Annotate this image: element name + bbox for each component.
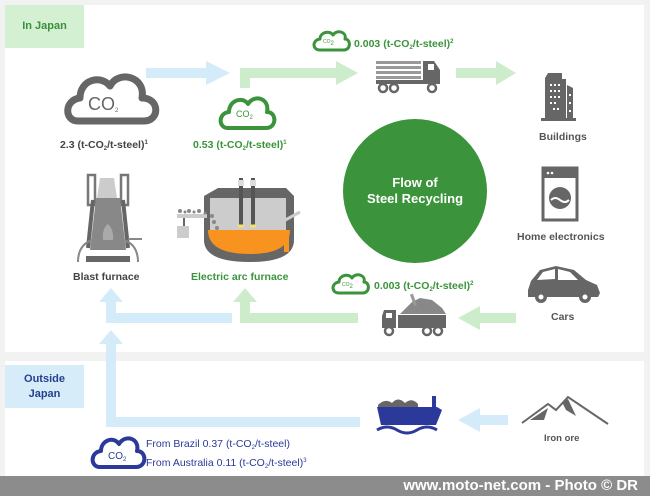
label-electric-arc-furnace: Electric arc furnace [191, 271, 289, 283]
emission-blast-furnace: 2.3 (t-CO2/t-steel)1 [60, 139, 148, 152]
co2-sub: 2 [123, 457, 127, 463]
buildings-icon [541, 73, 576, 121]
co2-text: CO [323, 39, 331, 45]
co2-sub: 2 [242, 146, 246, 152]
co2-text: CO [236, 109, 250, 119]
electric-arc-furnace-icon [177, 178, 301, 262]
emission-value: From Australia 0.11 (t-CO [146, 457, 265, 469]
label-cars: Cars [551, 311, 575, 323]
arrow-green-eaf-to-truck [240, 61, 358, 88]
arrow-blue-ship-to-blast-furnace [99, 330, 360, 427]
outside-label-line1: Outside [24, 373, 65, 386]
co2-small-top-cloud-label: CO2 [323, 39, 334, 47]
truck-icon [376, 61, 440, 94]
blast-furnace-icon [77, 173, 142, 263]
center-title-line1: Flow of [392, 174, 438, 190]
co2-text: CO [108, 451, 123, 462]
co2-sub: 2 [103, 146, 108, 152]
watermark-text: www.moto-net.com - Photo © DR [403, 477, 638, 494]
co2-small-bottom-cloud-label: CO2 [342, 282, 353, 290]
label-iron-ore: Iron ore [544, 433, 580, 444]
emission-unit: /t-steel) [268, 457, 304, 469]
emission-unit: /t-steel) [254, 438, 290, 450]
arrow-green-truck-to-buildings [456, 61, 516, 85]
scrap-truck-icon [382, 293, 446, 337]
iron-ore-mountain-icon [521, 395, 609, 425]
outside-label-line2: Japan [28, 387, 61, 400]
in-japan-label: In Japan [5, 5, 84, 48]
footnote-ref: 3 [303, 458, 307, 464]
co2-sub: 2 [251, 445, 255, 451]
co2-sub: 2 [264, 464, 269, 470]
arrow-blue-top [146, 61, 230, 85]
label-blast-furnace: Blast furnace [73, 271, 140, 283]
emission-transport-out: 0.003 (t-CO2/t-steel)2 [354, 38, 453, 51]
co2-green-cloud-label: CO2 [236, 109, 253, 121]
co2-cloud-navy-icon [90, 436, 147, 469]
arrow-blue-ore-to-ship [458, 408, 508, 432]
emission-value: From Brazil 0.37 (t-CO [146, 438, 252, 450]
co2-text: CO [88, 94, 115, 114]
co2-cloud-gray-icon [64, 73, 160, 125]
co2-cloud-green-icon [218, 96, 277, 130]
co2-navy-cloud-label: CO2 [108, 451, 126, 463]
emission-value: 0.003 (t-CO [354, 38, 410, 50]
emission-unit: /t-steel) [107, 139, 145, 151]
co2-sub: 2 [409, 45, 413, 51]
emission-unit: /t-steel) [245, 139, 284, 151]
footnote-ref: 2 [470, 281, 474, 287]
label-buildings: Buildings [539, 131, 587, 143]
co2-sub: 2 [115, 108, 119, 114]
footnote-ref: 2 [450, 39, 454, 45]
co2-sub: 2 [429, 287, 433, 293]
washing-machine-icon [541, 166, 579, 222]
co2-sub: 2 [249, 115, 253, 121]
emission-value: 0.003 (t-CO [374, 280, 430, 292]
center-title-line2: Steel Recycling [366, 191, 464, 206]
emission-transport-in: 0.003 (t-CO2/t-steel)2 [374, 280, 473, 293]
co2-text: CO [342, 282, 350, 288]
emission-brazil: From Brazil 0.37 (t-CO2/t-steel) [146, 438, 290, 451]
emission-australia: From Australia 0.11 (t-CO2/t-steel)3 [146, 457, 307, 470]
cargo-ship-icon [376, 396, 442, 435]
emission-unit: /t-steel) [412, 38, 451, 50]
car-icon [528, 266, 600, 303]
co2-big-cloud-label: CO2 [88, 94, 118, 115]
co2-sub: 2 [349, 284, 353, 290]
emission-value: 0.53 (t-CO [193, 139, 243, 151]
co2-cloud-small-top-icon [312, 30, 351, 52]
emission-electric-arc: 0.53 (t-CO2/t-steel)1 [193, 139, 287, 152]
arrow-green-cars-to-scrap-truck [458, 306, 516, 330]
emission-unit: /t-steel) [432, 280, 471, 292]
co2-sub: 2 [330, 41, 334, 47]
emission-value: 2.3 (t-CO [60, 139, 104, 151]
arrow-green-scrap-to-eaf [233, 288, 358, 323]
footnote-ref: 1 [144, 140, 148, 146]
arrow-blue-to-blast-furnace-upper [99, 288, 232, 323]
label-home-electronics: Home electronics [517, 231, 605, 243]
co2-cloud-small-bottom-icon [331, 273, 370, 295]
flow-of-steel-recycling-circle: Flow of Steel Recycling [343, 119, 487, 263]
watermark-bar: www.moto-net.com - Photo © DR [0, 476, 650, 496]
footnote-ref: 1 [283, 140, 287, 146]
